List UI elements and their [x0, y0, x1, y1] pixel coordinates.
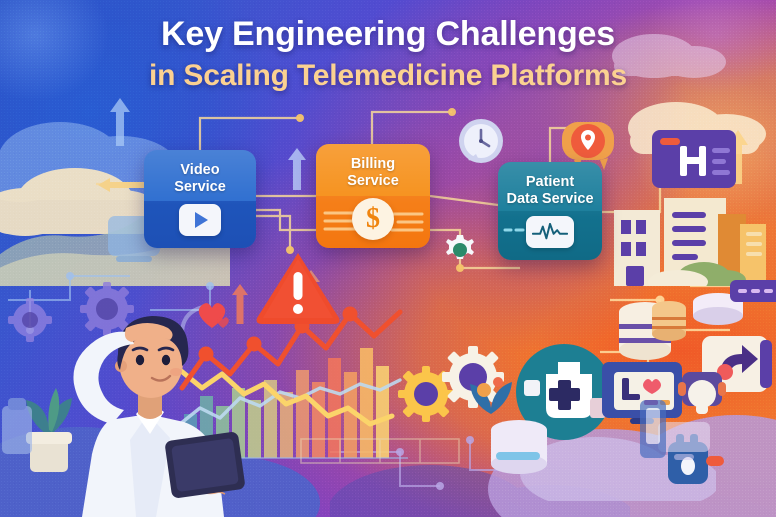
upload-arrow-icon [110, 98, 130, 146]
tablet-device-icon [165, 432, 245, 498]
heartbeat-ecg-icon [526, 216, 574, 249]
database-cylinder-icon [491, 420, 547, 474]
chip-bar-icon [730, 280, 776, 302]
data-grid-icon [300, 438, 460, 464]
warning-triangle-icon [256, 253, 340, 324]
service-card-patient-data-label: Patient Data Service [506, 174, 594, 207]
service-card-billing[interactable]: Billing Service $ [316, 144, 430, 248]
hospital-building-icon [614, 198, 766, 286]
upload-arrow-icon [288, 148, 306, 190]
chart-line-blue [178, 378, 402, 426]
plant-icon [470, 377, 512, 414]
panel-icon [640, 400, 666, 458]
database-cylinder-small-icon [652, 301, 686, 341]
clock-icon [459, 119, 503, 163]
user-node-icon [678, 372, 726, 414]
gear-icon [446, 235, 474, 259]
medical-cross-icon [516, 344, 612, 440]
card-deco-lines [390, 212, 424, 232]
hospital-sign-icon [652, 130, 736, 188]
card-deco-lines [503, 228, 525, 232]
cloud-icon [612, 34, 726, 78]
play-icon [179, 204, 221, 237]
gear-icon [80, 282, 134, 336]
plant-icon [26, 388, 72, 472]
service-card-video-label: Video Service [174, 162, 226, 195]
service-card-billing-label: Billing Service [347, 156, 399, 189]
dollar-coin-icon: $ [352, 198, 394, 241]
service-card-video[interactable]: Video Service [144, 150, 256, 248]
screen-panel-icon [658, 422, 710, 460]
service-card-patient-data[interactable]: Patient Data Service [498, 162, 602, 260]
left-arrow-icon [98, 178, 154, 192]
chart-line-red [179, 309, 403, 391]
heart-icon [217, 317, 229, 328]
panel-icon [2, 398, 32, 454]
puzzled-engineer-illustration [73, 316, 245, 517]
upload-arrow-icon [232, 284, 248, 324]
location-pin-icon [562, 122, 614, 170]
chart-line-yellow [178, 367, 395, 427]
gear-icon [8, 298, 52, 342]
